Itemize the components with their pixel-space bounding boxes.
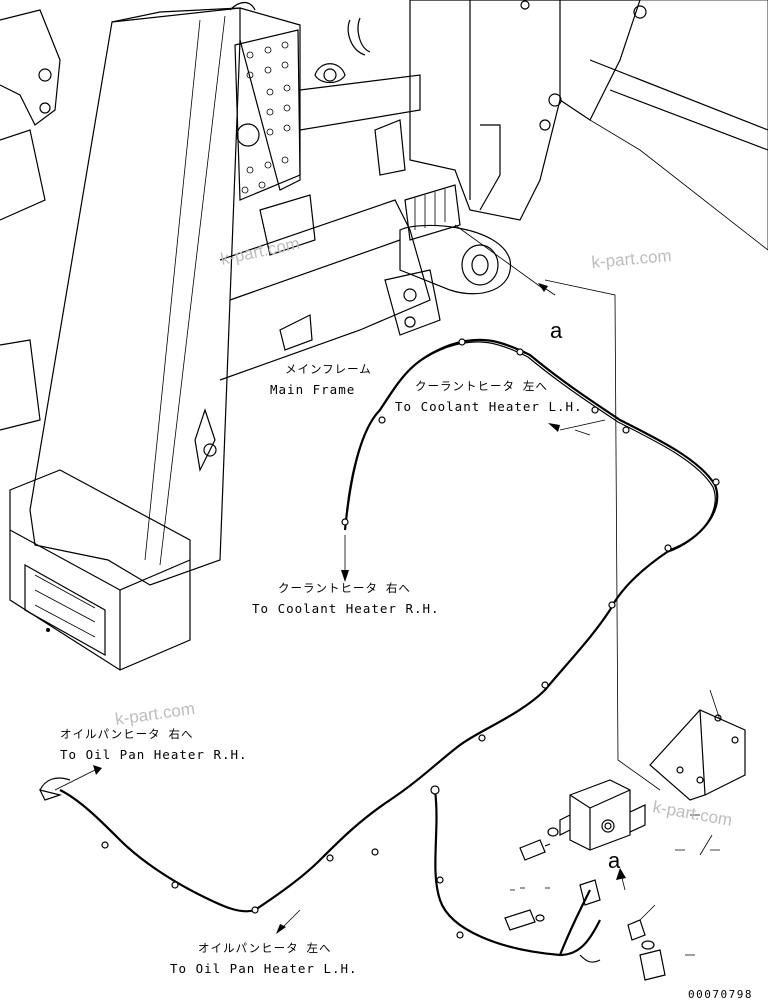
main-frame-label: Main Frame <box>270 382 355 397</box>
oil-pan-heater-lh-label: To Oil Pan Heater L.H. <box>170 961 358 976</box>
coolant-heater-rh-label: To Coolant Heater R.H. <box>252 601 440 616</box>
main-frame-structure <box>0 0 768 671</box>
detail-a-leader <box>454 224 661 891</box>
drawing-code: 00070798 <box>688 988 753 1001</box>
watermark: k-part.com <box>219 234 301 269</box>
oil-pan-heater-lh-label-jp: オイルパンヒータ 左へ <box>198 941 332 955</box>
coolant-heater-rh-label-jp: クーラントヒータ 右へ <box>278 581 411 595</box>
callout-arrows <box>54 419 606 934</box>
control-box-assembly <box>504 689 746 981</box>
oil-pan-heater-rh-label-jp: オイルパンヒータ 右へ <box>60 727 194 741</box>
wiring-harness <box>38 338 720 963</box>
detail-mark-top: a <box>550 318 563 343</box>
watermarks: k-part.com k-part.com k-part.com k-part.… <box>114 234 734 830</box>
labels: メインフレーム Main Frame クーラントヒータ 左へ To Coolan… <box>60 318 753 1001</box>
detail-mark-bottom: a <box>608 848 621 873</box>
watermark: k-part.com <box>651 797 733 830</box>
coolant-heater-lh-label-jp: クーラントヒータ 左へ <box>415 379 548 393</box>
watermark: k-part.com <box>114 699 196 729</box>
watermark: k-part.com <box>591 246 673 272</box>
coolant-heater-lh-label: To Coolant Heater L.H. <box>395 399 583 414</box>
oil-pan-heater-rh-label: To Oil Pan Heater R.H. <box>60 747 248 762</box>
main-frame-label-jp: メインフレーム <box>285 362 372 376</box>
